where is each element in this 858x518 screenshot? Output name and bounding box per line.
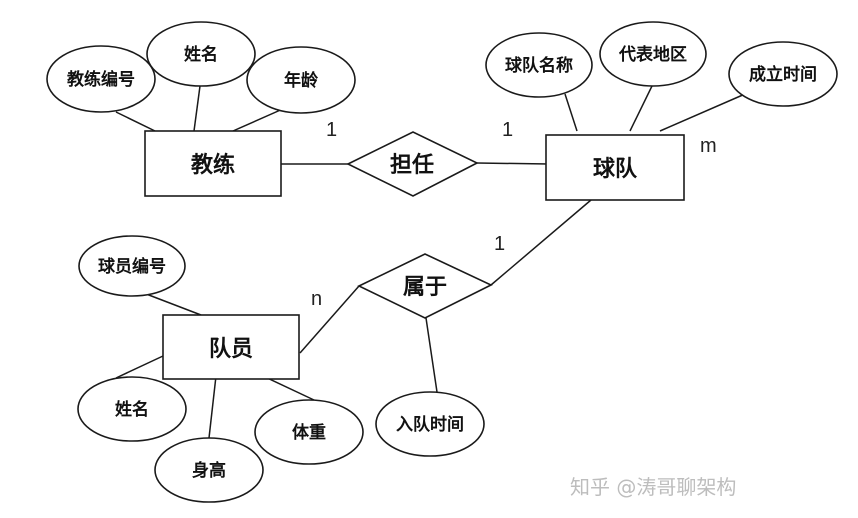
watermark: 知乎 @涛哥聊架构 [570,475,736,499]
attr-player-weight: 体重 [254,399,364,465]
relationship-serve: 担任 [346,131,479,197]
relationship-serve-label: 担任 [390,152,434,178]
edge-belong-player [299,285,360,354]
svg-text:姓名: 姓名 [184,44,218,65]
edge-player-weight [262,375,315,401]
connectors [115,85,746,439]
svg-text:入队时间: 入队时间 [396,414,464,435]
svg-text:成立时间: 成立时间 [749,64,817,85]
svg-text:体重: 体重 [292,422,326,443]
cardinality-coach-serve: 1 [326,119,337,141]
svg-text:球队名称: 球队名称 [505,55,573,76]
entity-team: 球队 [545,134,685,201]
entity-coach: 教练 [144,130,282,197]
attr-team-region: 代表地区 [599,21,707,87]
entity-coach-label: 教练 [191,152,235,178]
attr-coach-name: 姓名 [146,21,256,87]
entity-player: 队员 [162,314,300,380]
edge-player-id [140,291,202,316]
entity-player-label: 队员 [209,337,253,362]
attr-team-name: 球队名称 [485,32,593,98]
edge-team-name [564,93,578,132]
attr-player-height: 身高 [154,437,264,503]
relationship-belong: 属于 [357,253,493,319]
svg-text:年龄: 年龄 [284,70,319,91]
cardinality-belong-team: 1 [494,233,505,255]
edge-team-belong [490,199,592,286]
edge-player-name [115,355,164,379]
edge-team-founded [659,93,746,132]
edge-coach-name [193,85,201,132]
attr-belong-jointime: 入队时间 [375,391,485,457]
svg-text:教练编号: 教练编号 [66,69,135,90]
cardinality-serve-team: 1 [502,119,513,141]
attr-team-founded: 成立时间 [728,41,838,107]
attr-player-name: 姓名 [77,376,187,442]
attr-player-id: 球员编号 [78,235,186,297]
edge-team-region [629,85,653,132]
svg-text:代表地区: 代表地区 [618,44,687,65]
svg-text:姓名: 姓名 [115,399,149,420]
attr-coach-age: 年龄 [246,46,356,114]
edge-coach-id [115,111,156,132]
relationship-belong-label: 属于 [403,275,447,300]
entity-team-label: 球队 [593,157,638,182]
attr-coach-id: 教练编号 [46,45,156,113]
svg-text:球员编号: 球员编号 [98,256,166,277]
cardinality-team-m: m [700,135,717,157]
svg-text:身高: 身高 [192,460,226,481]
edge-belong-jointime [425,317,438,393]
cardinality-player-belong: n [311,288,322,310]
edge-coach-age [232,107,286,132]
edge-serve-team [476,162,550,165]
edge-player-height [208,375,217,439]
